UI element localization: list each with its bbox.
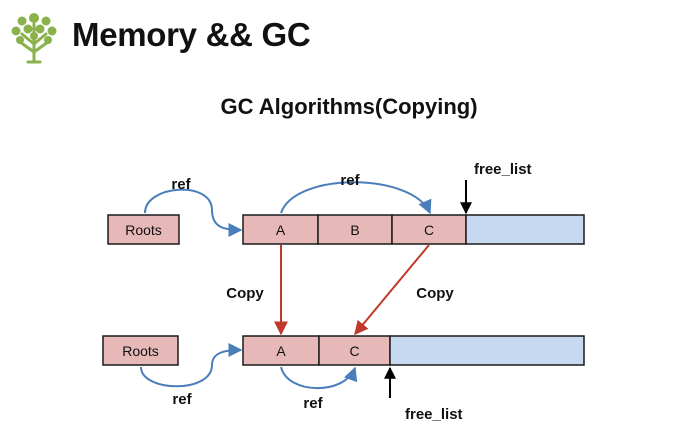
free-list-label-before: free_list — [474, 161, 532, 178]
ref-label-4: ref — [303, 395, 323, 412]
slide-subtitle: GC Algorithms(Copying) — [220, 94, 478, 119]
free-space-before — [465, 214, 585, 245]
object-cell-c — [391, 214, 467, 245]
ref-arrow-roots-to-a-after — [140, 343, 243, 388]
free-list-label-after: free_list — [405, 406, 463, 423]
ref-label-2: ref — [340, 172, 360, 189]
cell-label-c: C — [424, 222, 434, 238]
cell-label-b: B — [350, 222, 359, 238]
ref-label-3: ref — [172, 391, 192, 408]
slide-header: Memory && GC — [8, 6, 688, 64]
after-heap: Roots A C ref ref free_list — [102, 335, 585, 423]
page-title: Memory && GC — [72, 16, 311, 53]
copy-label-2: Copy — [416, 285, 454, 302]
copied-cell-label-a: A — [276, 343, 286, 359]
roots-box-before: Roots — [107, 214, 180, 245]
copy-arrows: Copy Copy — [226, 244, 454, 336]
ref-arrow-a-to-c-after — [280, 366, 358, 389]
roots-label-before: Roots — [125, 222, 162, 238]
tree-logo-icon — [11, 13, 57, 64]
copy-arrow-c — [354, 244, 430, 336]
ref-arrow-roots-to-a — [144, 188, 243, 237]
before-heap: Roots A B C ref ref free_list — [107, 161, 585, 245]
roots-box-after: Roots — [102, 335, 179, 366]
copied-cell-label-c: C — [349, 343, 359, 359]
copied-cell-a — [242, 335, 320, 366]
roots-label-after: Roots — [122, 343, 159, 359]
cell-label-a: A — [276, 222, 286, 238]
ref-arrow-a-to-c — [280, 181, 432, 215]
ref-label-1: ref — [171, 176, 191, 193]
free-space-after — [389, 335, 585, 366]
copy-label-1: Copy — [226, 285, 264, 302]
